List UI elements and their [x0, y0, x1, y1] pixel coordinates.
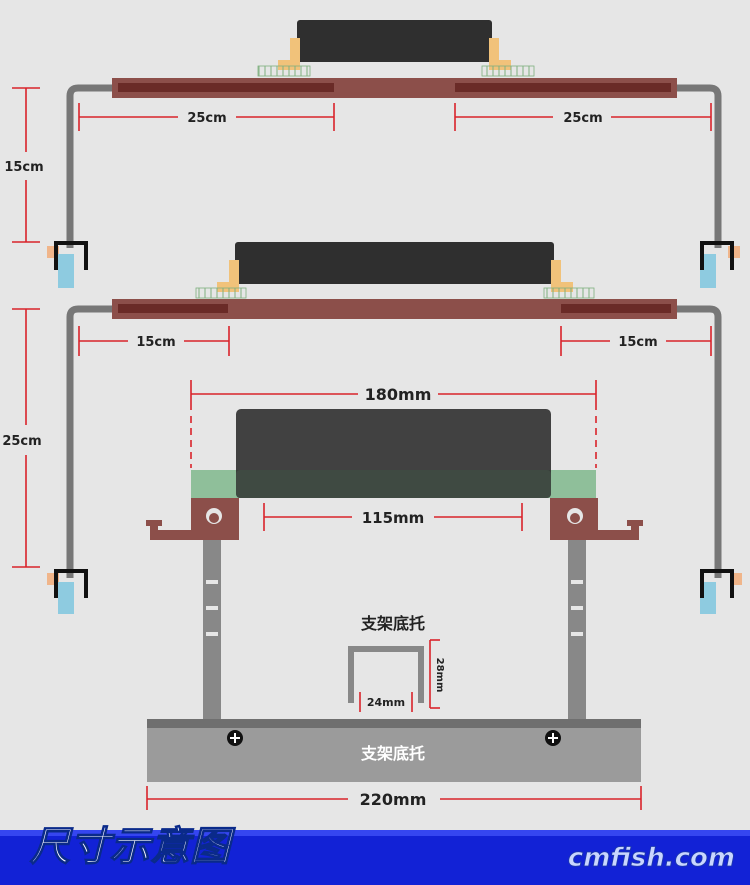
top-width-right-label: 25cm [563, 111, 602, 126]
mid-ruler-right [543, 287, 595, 299]
mid-leg-right [677, 305, 722, 578]
mid-dim-right [560, 326, 712, 356]
mid-leg-left [66, 305, 112, 578]
footer-brand: cmfish.com [568, 843, 735, 873]
mid-dim-height [12, 308, 40, 568]
profile-left [146, 498, 239, 540]
profile-right [550, 498, 643, 540]
channel-profile [348, 646, 424, 703]
post-right [568, 540, 586, 726]
top-ruler-right [481, 65, 535, 77]
mid-width-left-label: 15cm [136, 335, 175, 350]
dim-28 [429, 639, 440, 709]
top-bracket: 25cm 25cm 15cm [4, 20, 740, 288]
top-rail-slot-left [118, 83, 334, 92]
cross-section: 180mm 115mm [146, 380, 643, 810]
top-width-left-label: 25cm [187, 111, 226, 126]
inner-width-label: 115mm [362, 509, 425, 527]
mid-foot-right [700, 569, 742, 614]
mid-ruler-left [195, 287, 247, 299]
screw-right-icon [545, 730, 561, 746]
top-clip-left [278, 38, 300, 70]
top-foot-left [47, 241, 88, 288]
top-height-label: 15cm [4, 160, 43, 175]
top-dim-left [78, 103, 335, 131]
base-plate [147, 719, 641, 782]
top-rail-slot-right [455, 83, 671, 92]
base-label: 支架底托 [360, 744, 425, 763]
top-clip-right [489, 38, 511, 70]
footer-banner: 尺寸示意图 cmfish.com [0, 822, 750, 885]
mid-rail-slot-right [561, 304, 671, 313]
top-leg-right [677, 84, 722, 248]
base-width-label: 220mm [360, 790, 427, 809]
top-ruler-left [257, 65, 311, 77]
channel-title: 支架底托 [360, 614, 425, 633]
dim-180 [190, 380, 597, 468]
top-foot-right [700, 241, 740, 288]
dim-220 [146, 786, 642, 810]
top-dim-right [454, 103, 712, 131]
footer-bar-highlight [0, 830, 750, 836]
channel-height-label: 28mm [434, 658, 445, 693]
channel-width-label: 24mm [367, 696, 405, 709]
dim-115 [263, 503, 523, 531]
mid-clip-left [217, 260, 239, 292]
post-left [203, 540, 221, 726]
mid-dim-left [78, 326, 230, 356]
footer-bar [0, 830, 750, 885]
total-width-label: 180mm [365, 385, 432, 404]
dim-24 [359, 692, 413, 712]
mid-foot-left [47, 569, 88, 614]
mid-rail-slot-left [118, 304, 228, 313]
mid-bracket: 15cm 15cm 25cm [2, 242, 742, 614]
mid-width-right-label: 15cm [618, 335, 657, 350]
mid-clip-right [551, 260, 573, 292]
screw-left-icon [227, 730, 243, 746]
mid-height-label: 25cm [2, 434, 41, 449]
top-leg-left [66, 84, 112, 248]
base-plate-top-edge [147, 719, 641, 728]
mid-rail [112, 299, 677, 319]
section-lamp-overlap [236, 470, 551, 498]
top-lamp [297, 20, 492, 62]
mid-lamp [235, 242, 554, 284]
top-dim-height [12, 87, 40, 243]
footer-title: 尺寸示意图 [29, 823, 236, 870]
